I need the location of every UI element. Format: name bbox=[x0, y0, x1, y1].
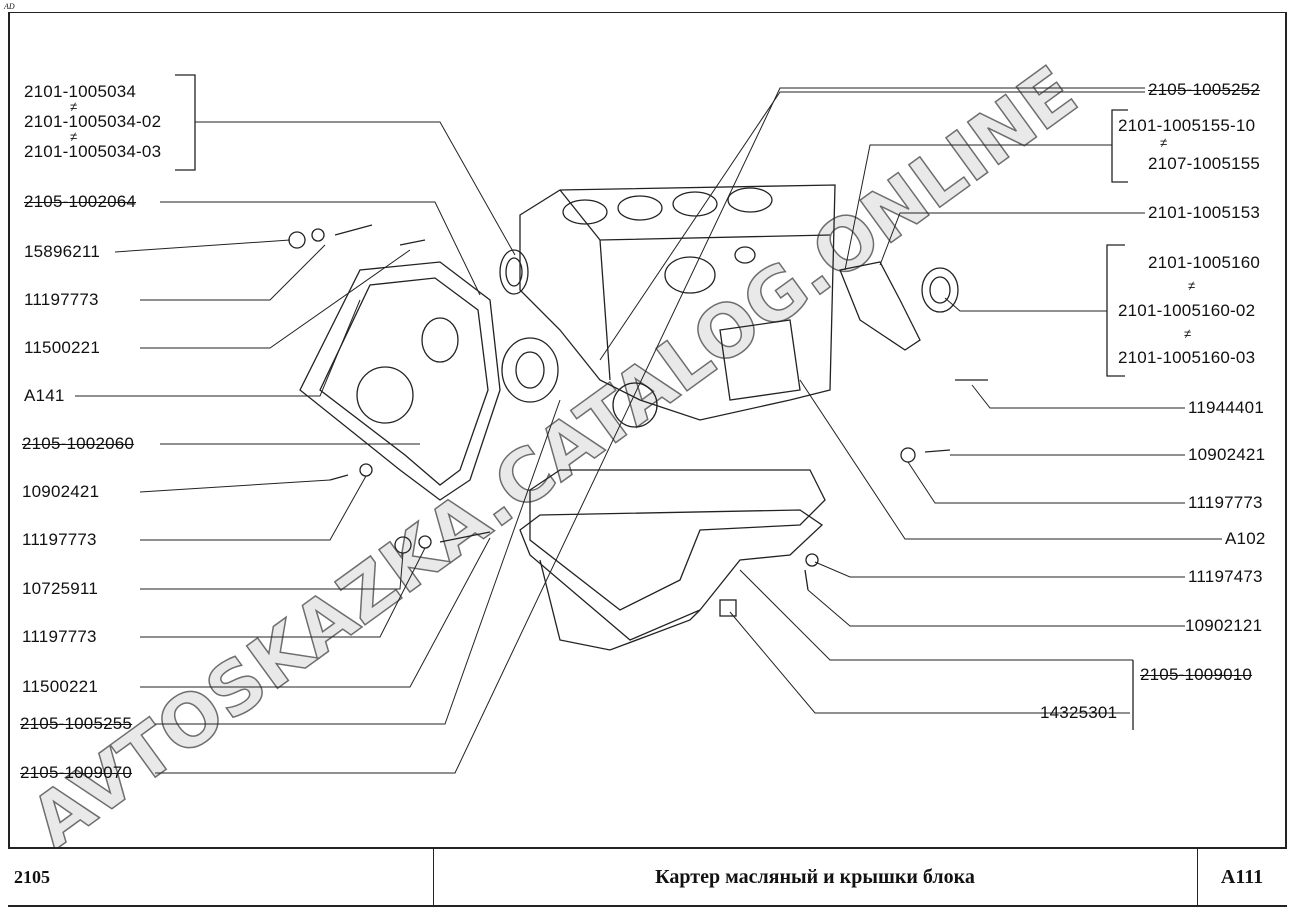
leader-lines bbox=[75, 87, 1222, 774]
part-label: 10725911 bbox=[22, 579, 98, 598]
neq-symbol: ≠ bbox=[70, 99, 78, 114]
timing-cover bbox=[299, 261, 501, 501]
drawing-frame bbox=[8, 12, 1287, 907]
part-label: 2101-1005160-03 bbox=[1118, 348, 1256, 367]
engine-block bbox=[519, 184, 836, 428]
part-label: 15896211 bbox=[24, 242, 100, 261]
part-label: 2107-1005155 bbox=[1148, 154, 1261, 173]
neq-symbol: ≠ bbox=[70, 129, 78, 144]
part-label: 11197773 bbox=[22, 530, 97, 549]
part-label: 2101-1005153 bbox=[1148, 203, 1261, 222]
part-label: 14325301 bbox=[1040, 703, 1118, 722]
part-label: A141 bbox=[24, 386, 65, 405]
part-label: 11197773 bbox=[1188, 493, 1263, 512]
part-label: 2105-1009010 bbox=[1140, 665, 1253, 684]
part-label: 11197473 bbox=[1188, 567, 1263, 586]
part-label: 2105-1002060 bbox=[22, 434, 135, 453]
title-block: 2105 Картер масляный и крышки блока A111 bbox=[8, 847, 1287, 907]
divider bbox=[1197, 849, 1198, 905]
part-label: 2105-1005255 bbox=[20, 714, 133, 733]
part-label: 2101-1005034-03 bbox=[24, 142, 162, 161]
neq-symbol: ≠ bbox=[1184, 326, 1192, 341]
neq-symbol: ≠ bbox=[1188, 278, 1196, 293]
part-label: 2101-1005160-02 bbox=[1118, 301, 1256, 320]
part-label: 11197773 bbox=[24, 290, 99, 309]
part-label: 2105-1009070 bbox=[20, 763, 133, 782]
corner-mark: AD bbox=[4, 2, 15, 11]
part-label: 2105-1002064 bbox=[24, 192, 137, 211]
part-label: 11500221 bbox=[22, 677, 98, 696]
model-number: 2105 bbox=[14, 867, 50, 887]
part-label: 10902421 bbox=[1188, 445, 1266, 464]
seals bbox=[499, 249, 959, 403]
part-label: A102 bbox=[1225, 529, 1266, 548]
neq-symbol: ≠ bbox=[1160, 135, 1168, 150]
part-label: 11500221 bbox=[24, 338, 100, 357]
grouping-brackets bbox=[175, 74, 1134, 730]
oil-pan bbox=[519, 469, 826, 651]
divider bbox=[433, 849, 434, 905]
part-label: 2101-1005034 bbox=[24, 82, 137, 101]
part-label: 2101-1005155-10 bbox=[1118, 116, 1256, 135]
part-label: 2105-1005252 bbox=[1148, 80, 1261, 99]
part-label: 10902421 bbox=[22, 482, 100, 501]
illustration-code: A111 bbox=[1220, 866, 1264, 888]
page-title: Картер масляный и крышки блока bbox=[655, 866, 975, 888]
part-label: 11197773 bbox=[22, 627, 97, 646]
part-label: 10902121 bbox=[1185, 616, 1263, 635]
part-label: 2101-1005034-02 bbox=[24, 112, 162, 131]
fasteners bbox=[288, 224, 988, 617]
part-label: 11944401 bbox=[1188, 398, 1264, 417]
part-label: 2101-1005160 bbox=[1148, 253, 1261, 272]
